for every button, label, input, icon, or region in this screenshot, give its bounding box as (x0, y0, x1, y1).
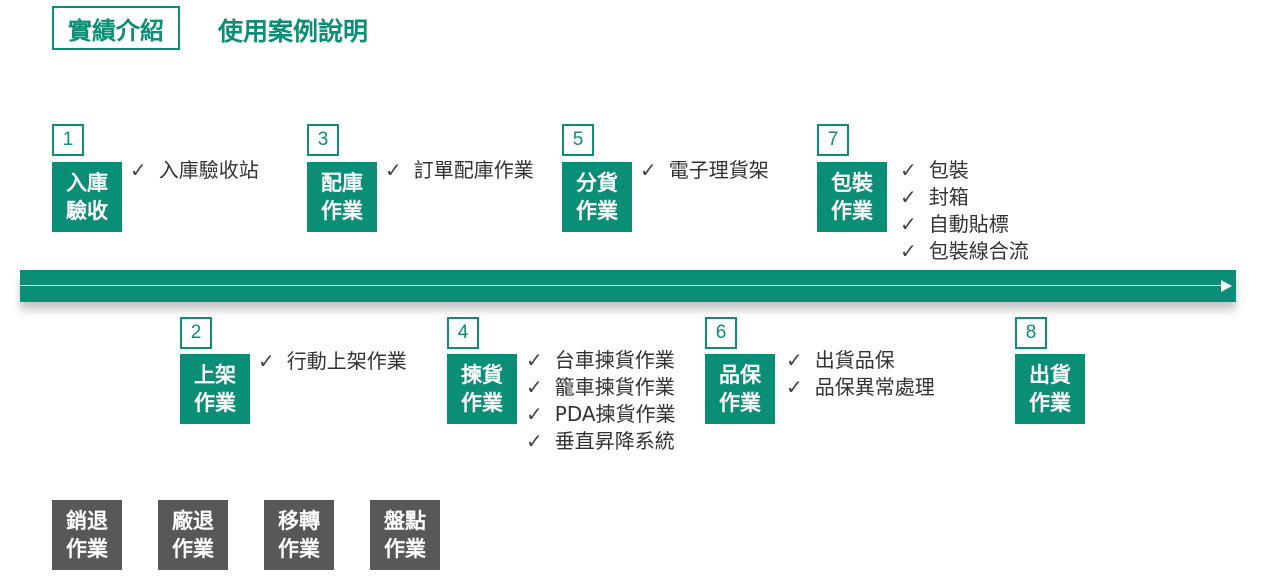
step-1-label-line2: 驗收 (66, 199, 108, 223)
step-3-box: 配庫 作業 (307, 162, 377, 232)
list-item: 垂直昇降系統 (526, 428, 676, 455)
section-header: 實績介紹 (52, 6, 180, 50)
step-1-items: 入庫驗收站 (130, 157, 259, 184)
step-5-box: 分貨 作業 (562, 162, 632, 232)
step-7-label-line2: 作業 (831, 199, 873, 223)
step-6-number: 6 (705, 317, 737, 349)
step-4-label-line1: 揀貨 (461, 363, 503, 387)
other-op-label-line2: 作業 (278, 537, 320, 561)
other-op-stocktake: 盤點 作業 (370, 500, 440, 570)
other-op-label-line1: 盤點 (384, 509, 426, 533)
step-2-items: 行動上架作業 (258, 348, 407, 375)
step-4-box: 揀貨 作業 (447, 354, 517, 424)
list-item: 訂單配庫作業 (385, 157, 534, 184)
list-item: 包裝 (900, 157, 1029, 184)
step-1-box: 入庫 驗收 (52, 162, 122, 232)
step-5-items: 電子理貨架 (640, 157, 769, 184)
step-4-number: 4 (447, 317, 479, 349)
step-7-items: 包裝 封箱 自動貼標 包裝線合流 (900, 157, 1029, 265)
step-8-number: 8 (1015, 317, 1047, 349)
list-item: 封箱 (900, 184, 1029, 211)
step-5-number: 5 (562, 124, 594, 156)
list-item: PDA揀貨作業 (526, 401, 676, 428)
step-8-box: 出貨 作業 (1015, 354, 1085, 424)
arrow-head-icon (1221, 280, 1232, 292)
list-item: 籠車揀貨作業 (526, 374, 676, 401)
other-op-transfer: 移轉 作業 (264, 500, 334, 570)
step-6-box: 品保 作業 (705, 354, 775, 424)
page-title: 使用案例說明 (218, 17, 369, 46)
list-item: 行動上架作業 (258, 348, 407, 375)
step-2-label-line2: 作業 (194, 391, 236, 415)
other-op-label-line1: 銷退 (66, 509, 108, 533)
list-item: 電子理貨架 (640, 157, 769, 184)
step-6-label-line2: 作業 (719, 391, 761, 415)
step-1-number: 1 (52, 124, 84, 156)
list-item: 入庫驗收站 (130, 157, 259, 184)
other-op-label-line2: 作業 (66, 537, 108, 561)
list-item: 包裝線合流 (900, 238, 1029, 265)
step-6-label-line1: 品保 (719, 363, 761, 387)
step-5-label-line1: 分貨 (576, 171, 618, 195)
step-2-box: 上架 作業 (180, 354, 250, 424)
other-op-label-line1: 廠退 (172, 509, 214, 533)
step-7-label-line1: 包裝 (831, 171, 873, 195)
step-3-label-line1: 配庫 (321, 171, 363, 195)
step-8-label-line1: 出貨 (1029, 363, 1071, 387)
step-6-items: 出貨品保 品保異常處理 (786, 347, 935, 401)
step-7-number: 7 (817, 124, 849, 156)
step-5-label-line2: 作業 (576, 199, 618, 223)
step-4-items: 台車揀貨作業 籠車揀貨作業 PDA揀貨作業 垂直昇降系統 (526, 347, 676, 455)
step-3-number: 3 (307, 124, 339, 156)
step-7-box: 包裝 作業 (817, 162, 887, 232)
list-item: 出貨品保 (786, 347, 935, 374)
step-2-number: 2 (180, 317, 212, 349)
step-4-label-line2: 作業 (461, 391, 503, 415)
timeline-line (20, 285, 1223, 286)
step-8-label-line2: 作業 (1029, 391, 1071, 415)
timeline-arrow (20, 270, 1236, 302)
list-item: 自動貼標 (900, 211, 1029, 238)
step-2-label-line1: 上架 (194, 363, 236, 387)
other-op-vendor-return: 廠退 作業 (158, 500, 228, 570)
other-op-sales-return: 銷退 作業 (52, 500, 122, 570)
other-op-label-line2: 作業 (172, 537, 214, 561)
step-3-items: 訂單配庫作業 (385, 157, 534, 184)
other-op-label-line2: 作業 (384, 537, 426, 561)
header-tag: 實績介紹 (54, 8, 180, 48)
list-item: 品保異常處理 (786, 374, 935, 401)
list-item: 台車揀貨作業 (526, 347, 676, 374)
step-3-label-line2: 作業 (321, 199, 363, 223)
other-op-label-line1: 移轉 (278, 509, 320, 533)
step-1-label-line1: 入庫 (66, 171, 108, 195)
